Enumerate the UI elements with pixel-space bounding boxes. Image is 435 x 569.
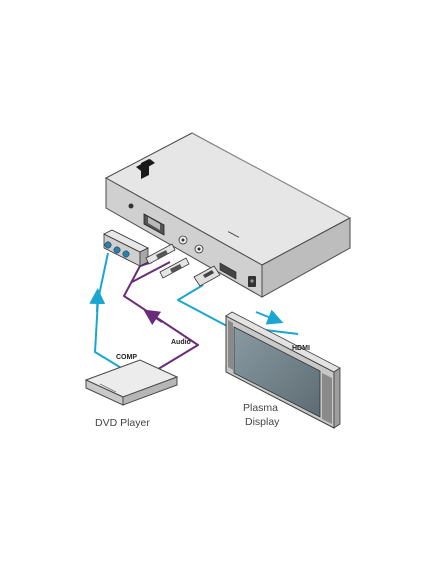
dvd-player-label: DVD Player (95, 417, 150, 429)
dvd-player (84, 359, 179, 406)
hdmi-output-port (219, 262, 237, 280)
hdmi-plug-icon (193, 265, 221, 287)
vga-plug-icon (103, 229, 149, 267)
rca-plug-right-icon (159, 257, 190, 279)
comp-cable (94, 252, 129, 373)
vga-input-port (143, 213, 165, 236)
plasma-label-line1: Plasma (243, 402, 278, 414)
plasma-screen (233, 326, 321, 418)
plasma-label-line2: Display (245, 416, 280, 428)
audio-arrow-icon (143, 309, 163, 326)
comp-arrow-icon (89, 288, 106, 313)
brand-logo-icon (136, 159, 155, 179)
power-led-icon (128, 203, 134, 209)
audio-label: Audio (171, 339, 191, 346)
hdmi-label: HDMI (292, 345, 310, 352)
hdmi-arrow-icon (255, 309, 284, 325)
device-model-mark: ▬▬▬▬ (228, 229, 240, 238)
comp-label: COMP (116, 354, 137, 361)
audio-input-ports (178, 235, 204, 254)
audio-cable-right (131, 261, 171, 283)
power-jack-icon (248, 276, 256, 287)
audio-cable (123, 261, 199, 375)
rca-plug-left-icon (145, 243, 176, 265)
plasma-display (225, 311, 341, 429)
